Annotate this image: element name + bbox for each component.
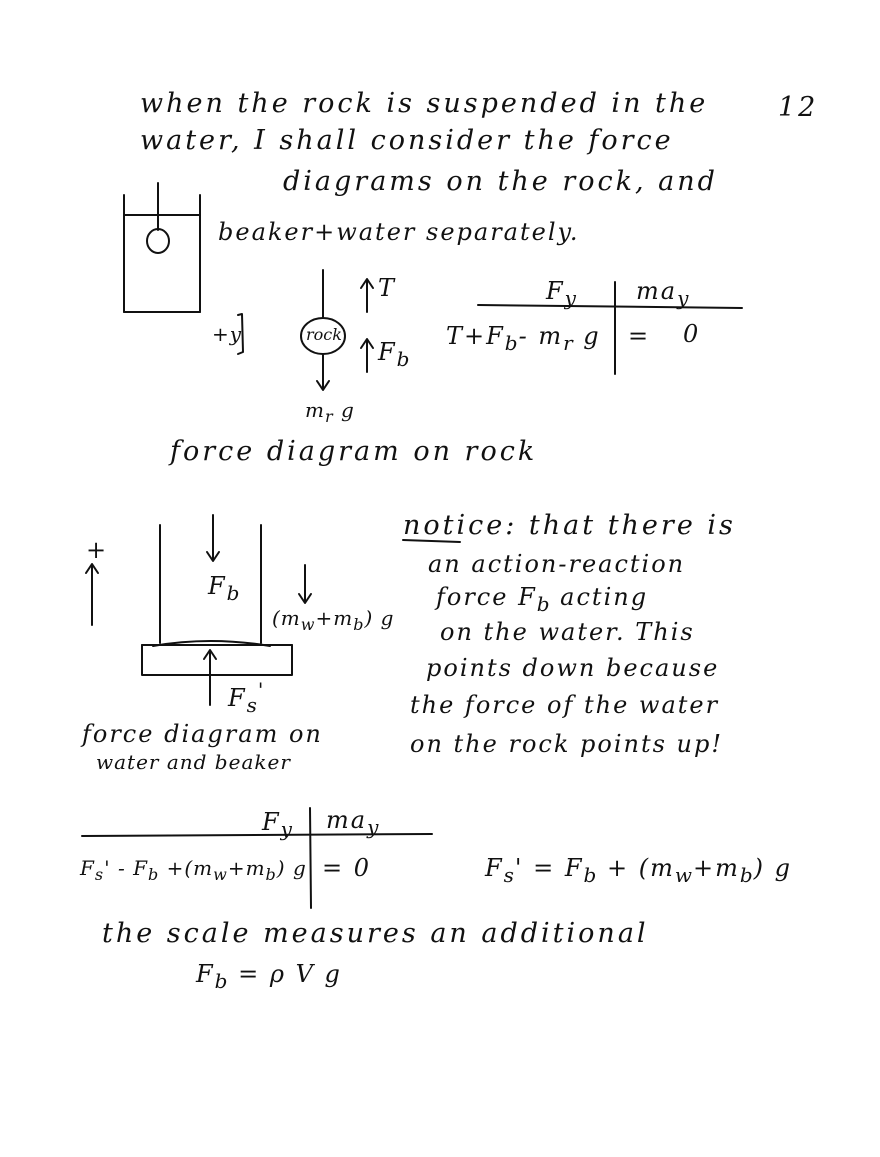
rock-table-equation-left: T+Fb- mr g [446,322,601,355]
tension-label: T [378,274,397,302]
beaker-table-equation-right: = 0 [322,854,372,882]
intro-line-2: water, I shall consider the force [140,125,674,156]
beaker-axis-label: + [86,536,109,564]
beaker-free-body-drawing [85,514,312,706]
notice-line-7: on the rock points up! [410,730,724,758]
conclusion-line-1: the scale measures an additional [102,918,649,949]
rock-table-equals: = [628,322,651,350]
rock-diagram-caption: force diagram on rock [170,436,538,467]
notice-line-4: on the water. This [440,618,695,646]
rock-table-zero: 0 [683,320,701,348]
beaker-with-rock-drawing [123,182,201,313]
rock-label: rock [306,325,342,344]
beaker-caption-line-2: water and beaker [96,750,291,774]
beaker-buoyant-label: Fb [208,572,241,605]
rock-buoyant-label: Fb [378,338,411,371]
intro-line-3: diagrams on the rock, and [283,166,718,197]
result-equation: Fs' = Fb + (mw+mb) g [485,854,793,887]
intro-line-1: when the rock is suspended in the [140,88,709,119]
notice-line-6: the force of the water [410,691,720,719]
conclusion-line-2: Fb = ρ V g [196,960,342,993]
beaker-table-equation-left: Fs' - Fb +(mw+mb) g [80,856,307,884]
beaker-caption-line-1: force diagram on [82,720,323,748]
beaker-table-header-force: Fy [262,808,293,841]
beaker-table-header-ma: may [326,806,380,839]
rock-table-header-force: Fy [546,277,577,310]
beaker-scale-force-label: Fs' [228,678,265,717]
notice-heading: notice: that there is [403,510,736,541]
rock-weight-label: mr g [305,398,355,426]
rock-axis-label: +y [212,322,243,346]
intro-line-4: beaker+water separately. [218,218,580,246]
page-number: 12 [778,92,819,123]
beaker-table-lines [81,807,433,909]
notice-line-3: force Fb acting [436,583,649,616]
notice-line-2: an action-reaction [428,550,686,578]
rock-free-body-drawing [237,269,374,391]
notice-underline [402,539,461,543]
rock-table-lines [477,281,743,375]
beaker-weight-label: (mw+mb) g [272,606,395,634]
notice-line-5: points down because [426,654,720,682]
rock-table-header-ma: may [636,277,690,310]
